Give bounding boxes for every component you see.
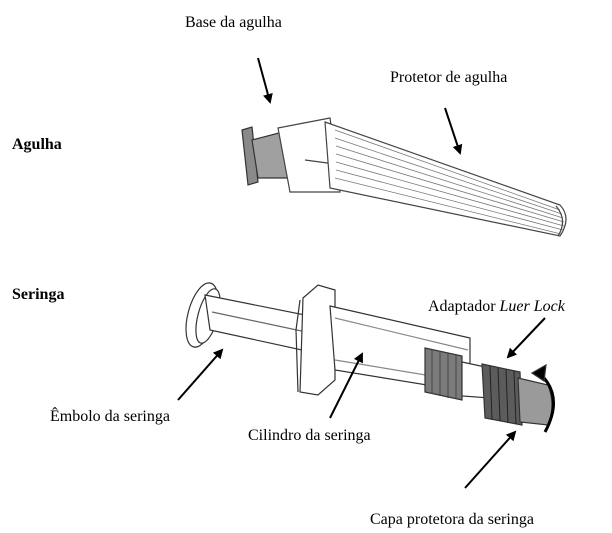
syringe-cap [517, 377, 553, 426]
label-luer-lock: Adaptador Luer Lock [428, 299, 565, 315]
label-needle: Agulha [12, 136, 62, 153]
arrow-needle-guard [444, 107, 463, 155]
label-needle-hub: Base da agulha [185, 14, 282, 31]
label-needle-guard: Protetor de agulha [390, 69, 508, 86]
label-plunger: Êmbolo da seringa [50, 408, 170, 425]
label-barrel: Cilindro da seringa [248, 427, 371, 444]
label-luer-italic: Luer Lock [499, 298, 565, 315]
arrow-syringe-cap [464, 430, 517, 489]
needle-illustration [241, 117, 567, 237]
arrow-barrel [329, 352, 363, 419]
needle-guard-cone [277, 117, 341, 193]
finger-flange [299, 284, 336, 396]
label-luer-prefix: Adaptador [428, 298, 500, 315]
rubber-stopper [424, 347, 463, 401]
arrow-plunger [177, 348, 224, 401]
needle-hub-flange [241, 126, 259, 186]
syringe-illustration [185, 282, 555, 433]
needle-guard [324, 121, 567, 237]
label-syringe-cap: Capa protetora da seringa [370, 511, 534, 528]
arrow-needle-hub [257, 57, 273, 104]
label-syringe: Seringa [12, 286, 65, 303]
arrow-luer-lock [506, 317, 546, 359]
